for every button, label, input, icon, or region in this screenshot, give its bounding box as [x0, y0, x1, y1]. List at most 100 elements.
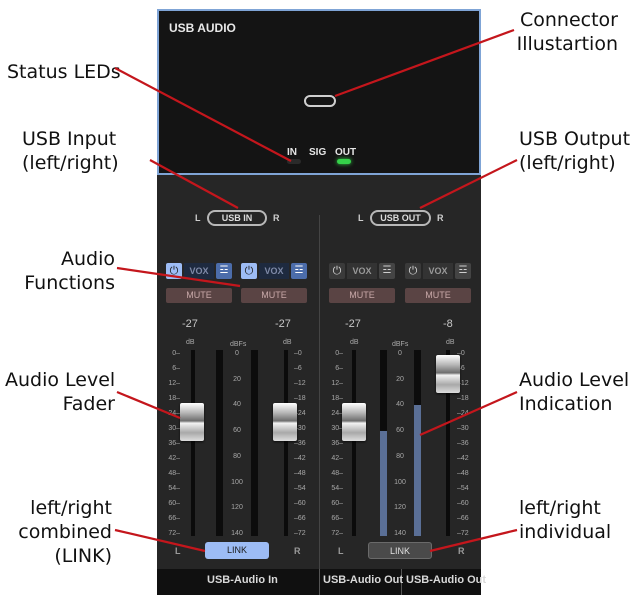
- vox-button[interactable]: VOX: [347, 263, 377, 279]
- fader-scale-tick: –60: [457, 500, 469, 507]
- fader-scale-tick: 42–: [168, 455, 180, 462]
- callout-line: Fader: [62, 393, 115, 415]
- fader-scale-tick: 24–: [168, 410, 180, 417]
- footer-divider: [319, 569, 320, 595]
- fader-scale-tick: 54–: [168, 485, 180, 492]
- fader-scale-tick: 0–: [172, 350, 180, 357]
- fader-knob[interactable]: [436, 355, 460, 393]
- db-unit: dB: [283, 339, 292, 346]
- usb-in-pill[interactable]: USB IN: [207, 210, 267, 226]
- callout-level-indication: Audio Level Indication: [519, 368, 629, 416]
- led-out: [337, 159, 351, 164]
- callout-link-combined: left/right combined (LINK): [10, 496, 112, 568]
- led-label-sig: SIG: [309, 147, 327, 158]
- in-right-functions: ⏻ VOX ☲: [241, 263, 311, 279]
- fader-scale-tick: –60: [294, 500, 306, 507]
- fader-knob[interactable]: [342, 402, 366, 441]
- fader-scale-tick: –18: [457, 395, 469, 402]
- mute-button[interactable]: MUTE: [166, 288, 232, 303]
- eq-icon[interactable]: ☲: [216, 263, 232, 279]
- vox-button[interactable]: VOX: [259, 263, 289, 279]
- input-right-label: R: [273, 213, 280, 223]
- out-right-functions: ⏻ VOX ☲: [405, 263, 475, 279]
- meter-scale-tick: 100: [231, 478, 243, 486]
- fader-scale-tick: 36–: [331, 440, 343, 447]
- fader-scale-tick: 12–: [168, 380, 180, 387]
- fader-scale-tick: –12: [457, 380, 469, 387]
- callout-line-level-fader: [116, 390, 181, 420]
- led-in: [287, 159, 301, 164]
- callout-line: Illustartion: [516, 33, 618, 55]
- meter-scale-tick: 80: [233, 452, 241, 460]
- level-readout: -27: [345, 318, 361, 330]
- output-right-label: R: [458, 546, 465, 556]
- led-label-out: OUT: [335, 147, 357, 158]
- power-icon[interactable]: ⏻: [241, 263, 257, 279]
- output-left-label: L: [358, 213, 364, 223]
- fader-scale-tick: –42: [457, 455, 469, 462]
- link-button[interactable]: LINK: [205, 542, 269, 559]
- fader-scale-tick: –36: [294, 440, 306, 447]
- fader-scale-tick: –48: [294, 470, 306, 477]
- callout-line: Audio Level: [5, 369, 116, 391]
- callout-audio-functions: Audio Functions: [10, 247, 115, 295]
- input-left-label: L: [195, 213, 201, 223]
- power-icon[interactable]: ⏻: [329, 263, 345, 279]
- fader-scale-tick: 60–: [331, 500, 343, 507]
- fader-scale-tick: –0: [294, 350, 302, 357]
- out-left-functions: ⏻ VOX ☲: [329, 263, 399, 279]
- meter-scale-tick: 0: [398, 350, 402, 357]
- meter-scale-tick: 40: [233, 401, 241, 409]
- vox-button[interactable]: VOX: [423, 263, 453, 279]
- fader-scale-tick: 48–: [331, 470, 343, 477]
- fader-scale-tick: –54: [457, 485, 469, 492]
- input-right-label: R: [294, 546, 301, 556]
- callout-line-connector: [334, 28, 515, 98]
- fader-scale-tick: –24: [457, 410, 469, 417]
- mute-button[interactable]: MUTE: [329, 288, 395, 303]
- fader-scale-tick: 72–: [168, 530, 180, 537]
- eq-icon[interactable]: ☲: [291, 263, 307, 279]
- fader-scale-tick: 36–: [168, 440, 180, 447]
- fader-scale-tick: 30–: [331, 425, 343, 432]
- mute-button[interactable]: MUTE: [241, 288, 307, 303]
- fader-scale-tick: 18–: [168, 395, 180, 402]
- fader-scale-tick: –72: [294, 530, 306, 537]
- callout-line: (left/right): [519, 152, 616, 174]
- power-icon[interactable]: ⏻: [405, 263, 421, 279]
- fader-scale-tick: 66–: [168, 515, 180, 522]
- db-unit: dB: [446, 339, 455, 346]
- footer-divider: [401, 569, 402, 595]
- fader-knob[interactable]: [180, 402, 204, 441]
- callout-line-link-individual: [429, 528, 518, 553]
- callout-line: Functions: [24, 272, 115, 294]
- fader-track: [284, 350, 288, 536]
- level-meter: [251, 350, 258, 536]
- meter-scale-tick: 20: [233, 375, 241, 383]
- fader-scale-tick: 42–: [331, 455, 343, 462]
- callout-line: USB Input: [22, 128, 117, 150]
- fader-scale-tick: –6: [457, 365, 465, 372]
- fader-scale-tick: –42: [294, 455, 306, 462]
- fader-scale-tick: –24: [294, 410, 306, 417]
- output-right-label: R: [437, 213, 444, 223]
- eq-icon[interactable]: ☲: [455, 263, 471, 279]
- callout-line: Status LEDs: [7, 61, 121, 83]
- meter-scale-tick: 140: [394, 530, 406, 537]
- fader-track: [352, 350, 356, 536]
- vox-button[interactable]: VOX: [184, 263, 214, 279]
- fader-scale-tick: –66: [294, 515, 306, 522]
- mute-button[interactable]: MUTE: [405, 288, 471, 303]
- output-left-label: L: [338, 546, 344, 556]
- level-readout: -8: [443, 318, 453, 330]
- callout-line: Audio Level: [519, 369, 630, 391]
- db-unit: dB: [186, 339, 195, 346]
- usb-out-pill[interactable]: USB OUT: [370, 210, 431, 226]
- meter-fill: [380, 431, 387, 536]
- fader-scale-tick: 6–: [172, 365, 180, 372]
- eq-icon[interactable]: ☲: [379, 263, 395, 279]
- fader-scale-tick: 66–: [331, 515, 343, 522]
- fader-knob[interactable]: [273, 402, 297, 441]
- fader-scale-tick: 0–: [335, 350, 343, 357]
- fader-scale-tick: –72: [457, 530, 469, 537]
